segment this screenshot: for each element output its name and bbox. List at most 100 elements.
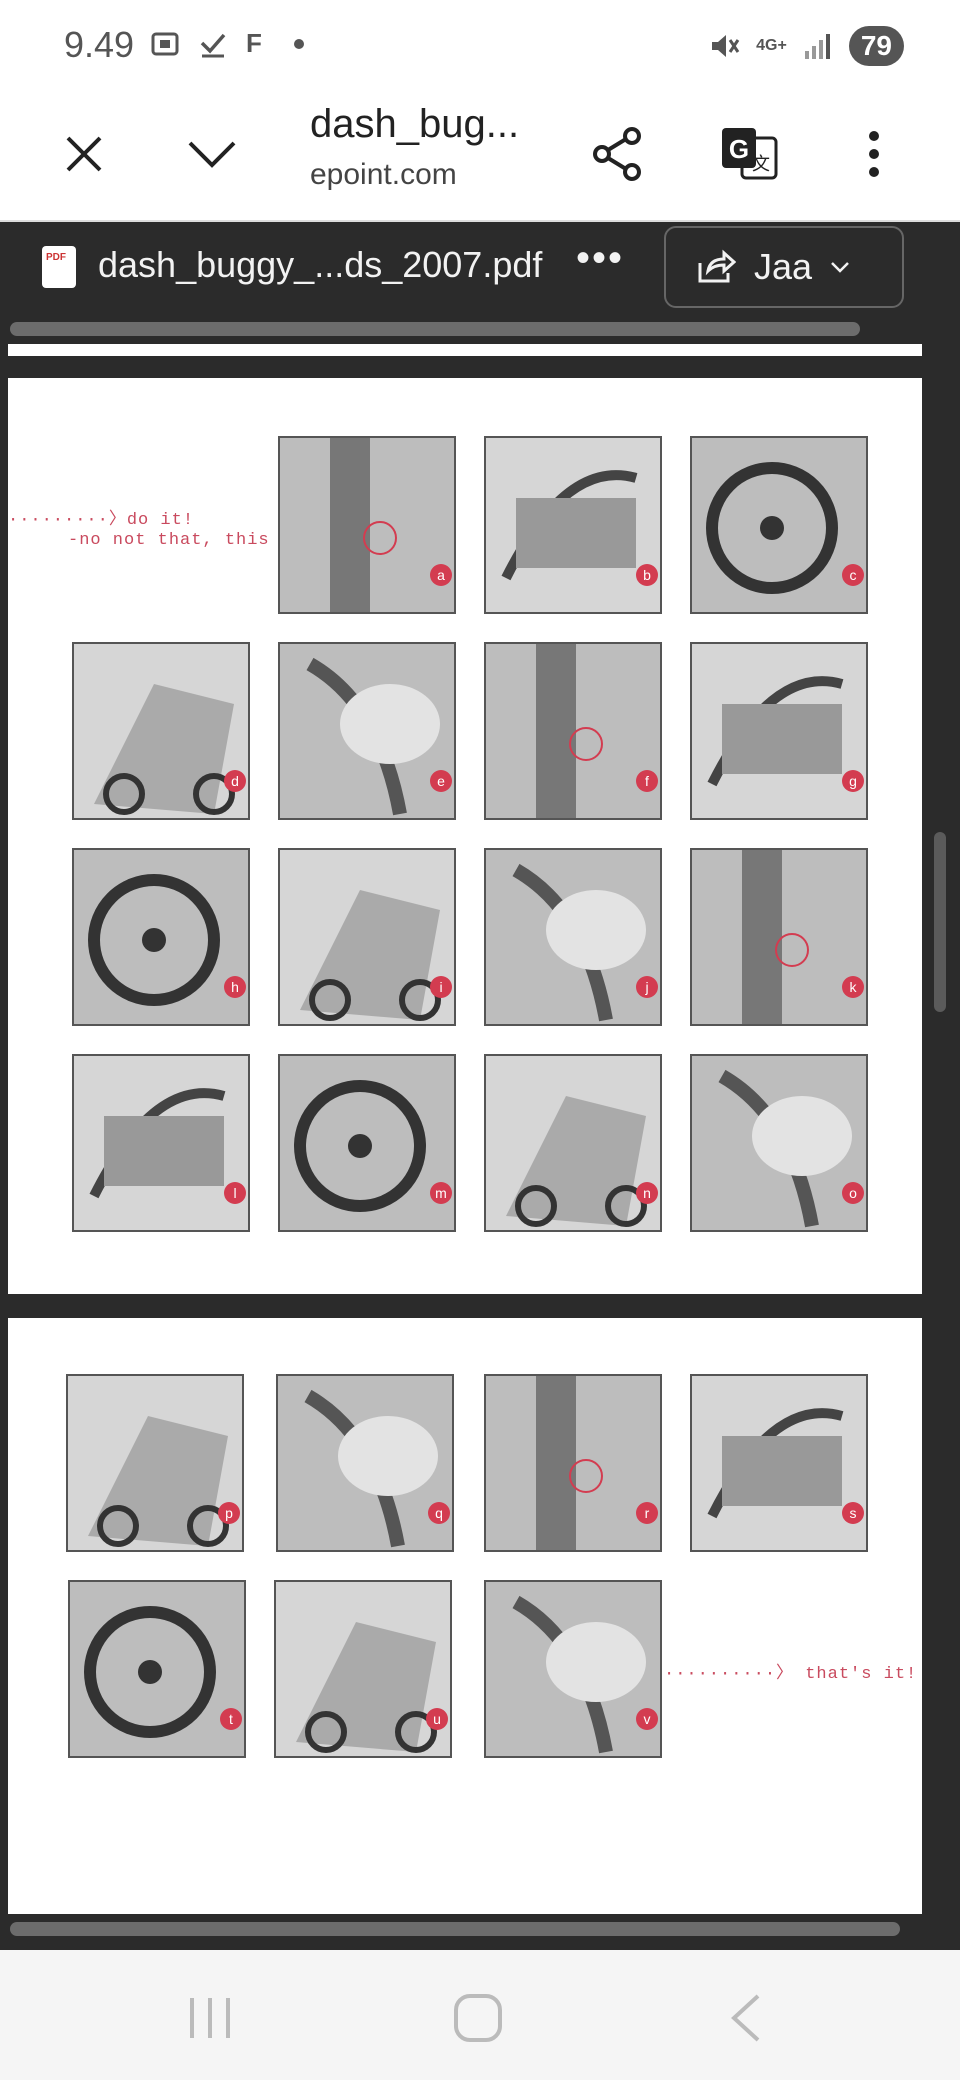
status-notification-icons: F	[150, 28, 304, 59]
stroller-illustration	[280, 438, 454, 612]
step-badge: r	[636, 1502, 658, 1524]
battery-level: 79	[848, 26, 904, 66]
more-vert-icon	[869, 131, 879, 177]
page-title: dash_bug...	[310, 102, 520, 146]
stroller-illustration	[692, 1056, 866, 1230]
stroller-illustration	[280, 644, 454, 818]
previous-page-edge	[8, 344, 922, 356]
step-badge: m	[430, 1182, 452, 1204]
instruction-image-h: h	[72, 848, 250, 1026]
collapse-button[interactable]	[172, 114, 252, 194]
signal-icon	[804, 34, 830, 59]
pdf-page-1: ·········〉do it! -no not that, this ···〉…	[8, 378, 922, 1294]
close-icon	[66, 136, 102, 172]
pdf-file-name: dash_buggy_...ds_2007.pdf	[98, 244, 543, 285]
status-bar: 9.49 F 4G+ 79	[0, 0, 960, 92]
instruction-image-n: n	[484, 1054, 662, 1232]
stroller-illustration	[692, 644, 866, 818]
instruction-image-e: e	[278, 642, 456, 820]
instruction-image-g: g	[690, 642, 868, 820]
stroller-illustration	[486, 1582, 660, 1756]
pdf-more-button[interactable]: •••	[576, 236, 625, 280]
status-time: 9.49	[64, 24, 135, 65]
instruction-image-a: a	[278, 436, 456, 614]
screenshot-icon	[151, 32, 179, 55]
vertical-scrollbar[interactable]	[934, 832, 946, 1012]
step-badge: s	[842, 1502, 864, 1524]
step-badge: c	[842, 564, 864, 586]
instruction-image-l: l	[72, 1054, 250, 1232]
carrier-letter: F	[246, 28, 262, 58]
page-url: epoint.com	[310, 158, 457, 191]
instruction-image-t: t	[68, 1580, 246, 1758]
stroller-illustration	[486, 1056, 660, 1230]
mute-icon	[712, 35, 740, 57]
network-type: 4G+	[756, 37, 787, 54]
instruction-image-m: m	[278, 1054, 456, 1232]
share-page-button[interactable]	[578, 114, 658, 194]
step-badge: n	[636, 1182, 658, 1204]
stroller-illustration	[692, 438, 866, 612]
horizontal-scrollbar-bottom[interactable]	[10, 1922, 900, 1936]
close-button[interactable]	[44, 114, 124, 194]
stroller-illustration	[486, 850, 660, 1024]
instruction-image-c: c	[690, 436, 868, 614]
instruction-image-f: f	[484, 642, 662, 820]
stroller-illustration	[70, 1582, 244, 1756]
stroller-illustration	[278, 1376, 452, 1550]
instruction-image-j: j	[484, 848, 662, 1026]
back-button[interactable]	[718, 1990, 778, 2046]
instruction-image-i: i	[278, 848, 456, 1026]
step-badge: u	[426, 1708, 448, 1730]
horizontal-scrollbar[interactable]	[10, 322, 860, 336]
pdf-viewer-toolbar: PDF dash_buggy_...ds_2007.pdf ••• Jaa	[0, 222, 960, 310]
step-badge: q	[428, 1502, 450, 1524]
dot-icon	[293, 38, 304, 49]
step-badge: d	[224, 770, 246, 792]
instruction-image-b: b	[484, 436, 662, 614]
stroller-illustration	[692, 850, 866, 1024]
stroller-illustration	[486, 438, 660, 612]
home-button[interactable]	[448, 1990, 508, 2046]
chevron-down-icon	[831, 262, 849, 273]
stroller-illustration	[280, 1056, 454, 1230]
instruction-image-r: r	[484, 1374, 662, 1552]
stroller-illustration	[68, 1376, 242, 1550]
step-badge: e	[430, 770, 452, 792]
recent-apps-button[interactable]	[180, 1990, 240, 2046]
pdf-share-label: Jaa	[754, 246, 813, 287]
instruction-image-o: o	[690, 1054, 868, 1232]
step-badge: h	[224, 976, 246, 998]
stroller-illustration	[486, 644, 660, 818]
step-badge: f	[636, 770, 658, 792]
stroller-illustration	[692, 1376, 866, 1550]
stroller-illustration	[280, 850, 454, 1024]
chevron-down-icon	[188, 141, 236, 168]
system-navigation-bar	[0, 1950, 960, 2080]
step-badge: k	[842, 976, 864, 998]
stroller-illustration	[276, 1582, 450, 1756]
svg-text:G: G	[729, 134, 749, 164]
step-badge: b	[636, 564, 658, 586]
step-badge: i	[430, 976, 452, 998]
stroller-illustration	[74, 1056, 248, 1230]
overflow-menu-button[interactable]	[834, 114, 914, 194]
recent-apps-icon	[190, 1998, 230, 2038]
callout-thats-it: ··········〉 that's it!	[664, 1665, 918, 1684]
home-icon	[454, 1994, 502, 2042]
step-badge: p	[218, 1502, 240, 1524]
instruction-image-s: s	[690, 1374, 868, 1552]
callout-do-it: ·········〉do it!	[8, 511, 195, 530]
instruction-image-v: v	[484, 1580, 662, 1758]
instruction-image-q: q	[276, 1374, 454, 1552]
pdf-page-2: ··········〉 that's it! p q r s t u v	[8, 1318, 922, 1914]
stroller-illustration	[486, 1376, 660, 1550]
step-badge: l	[224, 1182, 246, 1204]
svg-text:文: 文	[752, 154, 770, 174]
share-icon	[593, 127, 641, 181]
pdf-share-button[interactable]: Jaa	[664, 226, 904, 308]
instruction-image-k: k	[690, 848, 868, 1026]
